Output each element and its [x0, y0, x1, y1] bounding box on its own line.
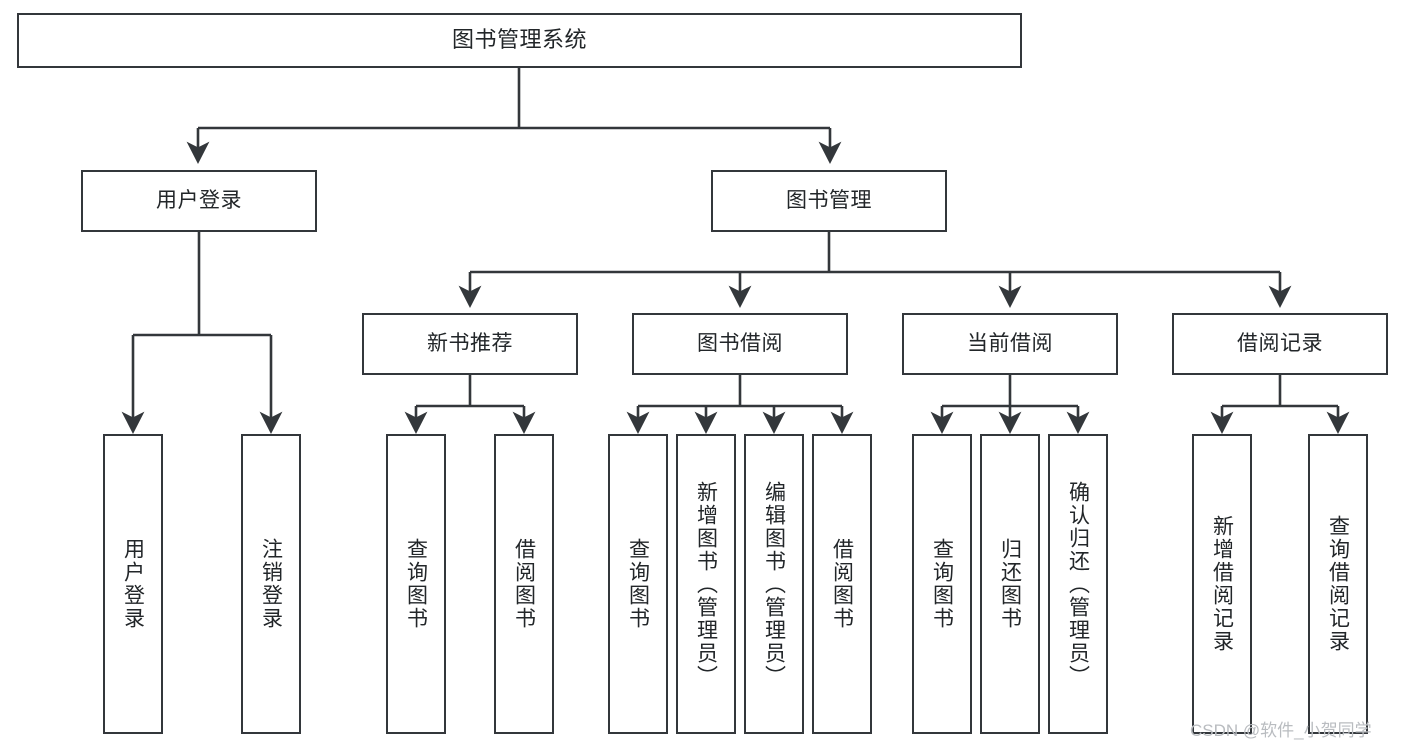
node-leaf-query-book-2[interactable]: 查询图书	[608, 434, 668, 734]
node-book-borrow[interactable]: 图书借阅	[632, 313, 848, 375]
node-leaf-add-book-label: 新增图书（管理员）	[694, 480, 718, 688]
node-leaf-edit-book[interactable]: 编辑图书（管理员）	[744, 434, 804, 734]
node-book-manage-label: 图书管理	[786, 189, 872, 213]
node-leaf-query-book-1-label: 查询图书	[404, 538, 428, 630]
node-book-manage[interactable]: 图书管理	[711, 170, 947, 232]
node-current-borrow[interactable]: 当前借阅	[902, 313, 1118, 375]
node-leaf-query-book-2-label: 查询图书	[626, 538, 650, 630]
node-leaf-query-record-label: 查询借阅记录	[1326, 515, 1350, 653]
csdn-watermark: CSDN @软件_小贺同学	[1190, 721, 1372, 740]
node-leaf-confirm-return-label: 确认归还（管理员）	[1066, 480, 1090, 688]
node-leaf-return-book-label: 归还图书	[998, 538, 1022, 630]
node-leaf-user-login-label: 用户登录	[121, 538, 145, 630]
node-new-book-recommend-label: 新书推荐	[427, 332, 513, 356]
node-leaf-user-logout-label: 注销登录	[259, 538, 283, 630]
node-root[interactable]: 图书管理系统	[17, 13, 1022, 68]
node-leaf-query-book-3[interactable]: 查询图书	[912, 434, 972, 734]
node-leaf-user-logout[interactable]: 注销登录	[241, 434, 301, 734]
node-leaf-user-login[interactable]: 用户登录	[103, 434, 163, 734]
node-new-book-recommend[interactable]: 新书推荐	[362, 313, 578, 375]
node-leaf-borrow-book-1-label: 借阅图书	[512, 538, 536, 630]
node-current-borrow-label: 当前借阅	[967, 332, 1053, 356]
node-leaf-add-record[interactable]: 新增借阅记录	[1192, 434, 1252, 734]
node-leaf-borrow-book-1[interactable]: 借阅图书	[494, 434, 554, 734]
node-borrow-record-label: 借阅记录	[1237, 332, 1323, 356]
node-leaf-return-book[interactable]: 归还图书	[980, 434, 1040, 734]
node-book-borrow-label: 图书借阅	[697, 332, 783, 356]
node-leaf-add-record-label: 新增借阅记录	[1210, 515, 1234, 653]
node-leaf-edit-book-label: 编辑图书（管理员）	[762, 480, 786, 688]
node-leaf-query-book-3-label: 查询图书	[930, 538, 954, 630]
node-root-label: 图书管理系统	[451, 27, 587, 53]
node-leaf-query-record[interactable]: 查询借阅记录	[1308, 434, 1368, 734]
node-leaf-query-book-1[interactable]: 查询图书	[386, 434, 446, 734]
node-borrow-record[interactable]: 借阅记录	[1172, 313, 1388, 375]
node-leaf-borrow-book-2-label: 借阅图书	[830, 538, 854, 630]
node-leaf-borrow-book-2[interactable]: 借阅图书	[812, 434, 872, 734]
node-user-login-label: 用户登录	[156, 189, 242, 213]
node-user-login[interactable]: 用户登录	[81, 170, 317, 232]
node-leaf-confirm-return[interactable]: 确认归还（管理员）	[1048, 434, 1108, 734]
node-leaf-add-book[interactable]: 新增图书（管理员）	[676, 434, 736, 734]
